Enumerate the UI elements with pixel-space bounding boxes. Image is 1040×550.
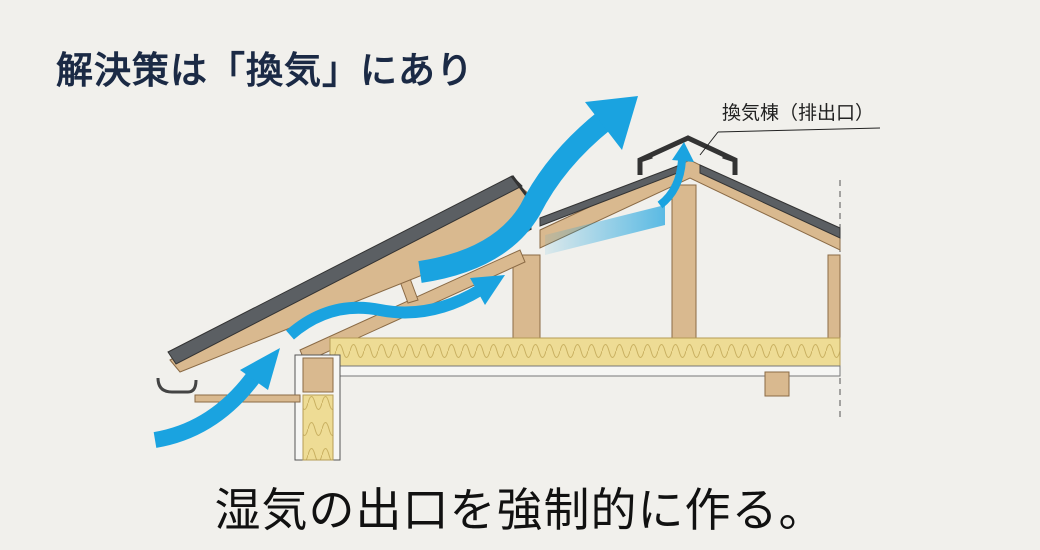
exhaust-arrow bbox=[418, 111, 612, 283]
ceiling-board bbox=[329, 365, 841, 377]
leader-line bbox=[699, 131, 719, 156]
interior-flow bbox=[545, 205, 665, 255]
caption: 湿気の出口を強制的に作る。 bbox=[214, 483, 826, 537]
leader-line bbox=[717, 127, 881, 133]
airflow-arrows bbox=[153, 96, 694, 448]
ceiling-insulation bbox=[329, 337, 841, 367]
flow-arrow bbox=[286, 284, 484, 340]
ridge-vent bbox=[637, 135, 738, 175]
headline: 解決策は「換気」にあり bbox=[56, 49, 474, 92]
joist bbox=[764, 371, 790, 397]
left-roof bbox=[167, 175, 532, 373]
wall bbox=[194, 354, 341, 461]
ridge-arrow bbox=[657, 159, 686, 209]
gutter bbox=[156, 377, 198, 394]
ridge-vent-label: 換気棟（排出口） bbox=[722, 102, 875, 124]
intake-arrow bbox=[153, 370, 262, 448]
